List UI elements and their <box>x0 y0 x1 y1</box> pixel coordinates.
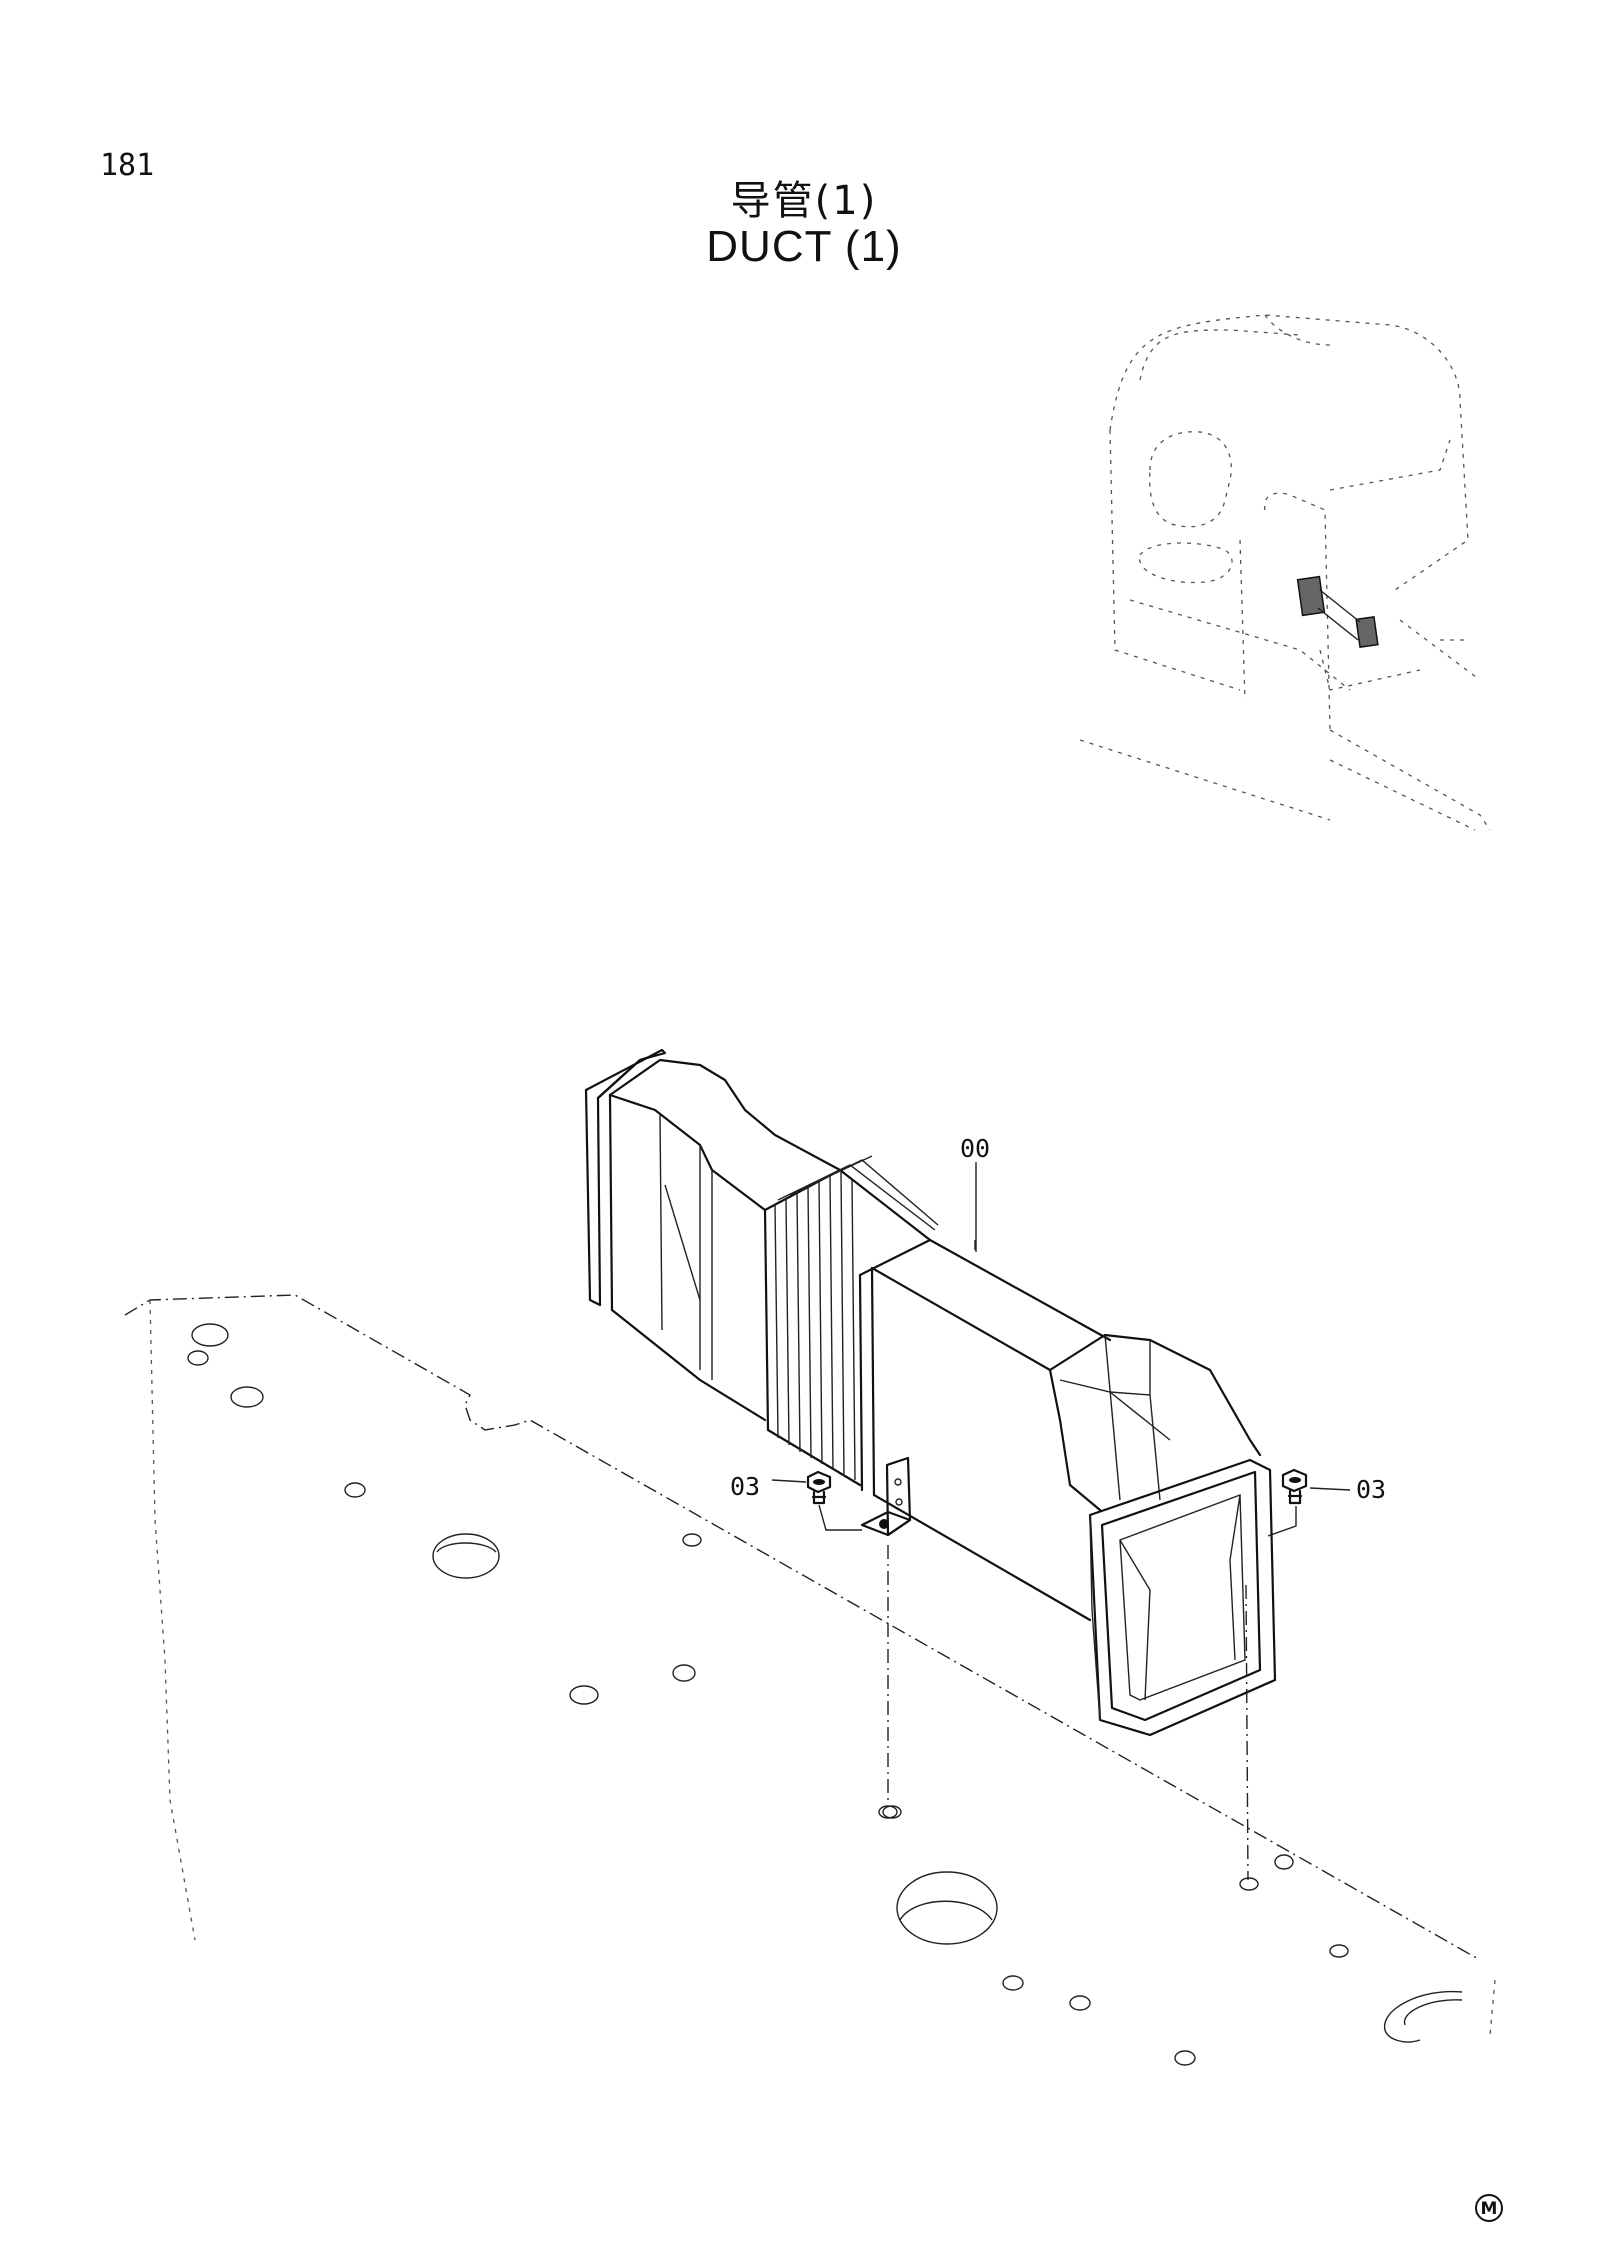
stamp-letter: M <box>1481 2199 1498 2219</box>
bolt-right <box>1245 1468 1351 1881</box>
callout-bolt-left: 03 <box>730 1472 760 1501</box>
bracket <box>860 1456 912 1537</box>
cab-locator-view <box>1079 314 1491 831</box>
floor-plate <box>124 1294 1496 2066</box>
corner-stamp: M <box>1475 2194 1503 2222</box>
title-chinese: 导管(1) <box>730 178 878 224</box>
duct-assembly <box>584 1048 1277 1737</box>
bolt-left <box>771 1470 898 1819</box>
title-english: DUCT (1) <box>706 222 902 271</box>
callout-bolt-right: 03 <box>1356 1475 1386 1504</box>
page-number: 181 <box>100 148 155 183</box>
callout-duct: 00 <box>960 1134 990 1163</box>
